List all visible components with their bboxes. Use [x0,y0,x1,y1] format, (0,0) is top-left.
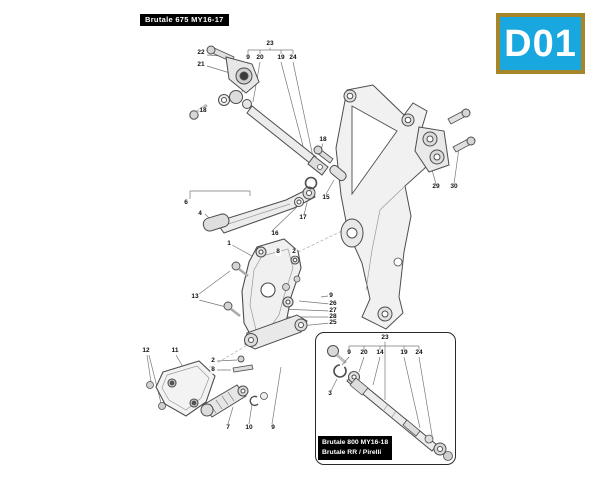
small-bolts-art [223,261,254,373]
lower-arm-art [244,275,308,350]
mount-bracket-art [414,108,476,173]
hardware-mid-art [304,145,347,190]
inset-variant-label-line2: Brutale RR / Pirelli [322,449,382,457]
shift-arm-art [202,186,316,234]
heel-guard-art [146,360,216,417]
inset-variant-label-line1: Brutale 800 MY16-18 [322,439,389,446]
frame-plate-art [335,84,434,330]
section-badge-text: D01 [504,22,577,65]
footpeg-art [200,384,268,418]
inset-leader-lines [330,340,434,442]
inset-variant-label: Brutale 800 MY16-18 Brutale RR / Pirelli [318,436,393,461]
gear-lever-art [189,45,260,120]
model-label-675: Brutale 675 MY16-17 [140,14,229,27]
linkage-rod-art [246,105,329,176]
inset-rod-art [327,345,453,461]
section-badge: D01 [496,13,585,74]
